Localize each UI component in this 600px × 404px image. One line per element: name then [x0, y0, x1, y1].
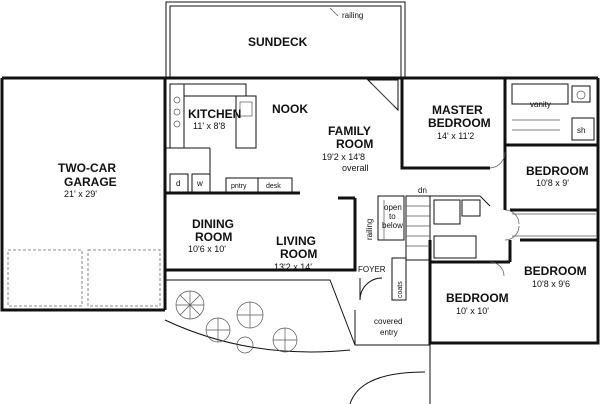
shower-label: sh [577, 126, 585, 135]
garage-label-1: TWO-CAR [58, 161, 116, 175]
pantry-desk [225, 177, 293, 195]
dining-dim: 10'6 x 10' [188, 244, 226, 254]
covered-label-2: entry [380, 328, 398, 337]
bedroom3-dim: 10'8 x 9'6 [532, 279, 570, 289]
dining-label-2: ROOM [195, 230, 232, 244]
garage-label-2: GARAGE [64, 175, 117, 189]
family-dim: 19'2 x 14'8 [322, 152, 365, 162]
shrubs [175, 290, 298, 354]
sundeck-area [165, 1, 406, 78]
master-dim: 14' x 11'2 [437, 131, 474, 141]
master-label-1: MASTER [432, 103, 483, 117]
vanity-label: vanity [530, 100, 551, 109]
foyer-label: FOYER [358, 265, 386, 274]
hall-bath [430, 195, 491, 259]
master-label-2: BEDROOM [428, 116, 491, 130]
bedroom2-dim: 10' x 10' [456, 306, 489, 316]
living-dim: 13'2 x 14' [274, 262, 312, 272]
open-label-1: open [384, 203, 402, 212]
nook-label: NOOK [272, 102, 308, 116]
entry-door [359, 277, 383, 301]
open-label-3: below [382, 221, 403, 230]
railing-top-label: railing [342, 11, 363, 20]
living-label-2: ROOM [280, 247, 317, 261]
family-label-2: ROOM [336, 137, 373, 151]
down-label: dn [418, 186, 427, 195]
covered-label-1: covered [374, 317, 402, 326]
master-bath [511, 83, 595, 141]
dining-label-1: DINING [192, 217, 234, 231]
desk-label: desk [266, 183, 281, 190]
stairs [405, 195, 431, 261]
coats-label: coats [397, 281, 404, 298]
covered-entry [164, 279, 431, 404]
bedroom1-closet [512, 213, 596, 237]
sundeck-label: SUNDECK [248, 35, 308, 49]
open-label-2: to [389, 212, 396, 221]
bedroom1-label: BEDROOM [526, 164, 589, 178]
bedroom3-label: BEDROOM [524, 264, 587, 278]
family-note: overall [342, 163, 369, 173]
coat-closet [391, 257, 407, 301]
washer-label: w [196, 179, 203, 188]
bedroom2-label: BEDROOM [446, 291, 509, 305]
kitchen-dim: 11' x 8'8 [193, 121, 225, 131]
railing-side-label: railing [365, 219, 374, 240]
stair-railing [377, 195, 405, 241]
dryer-label: d [176, 179, 180, 188]
garage-dim: 21' x 29' [64, 189, 97, 199]
garage-doors [2, 249, 165, 311]
kitchen-fixtures [165, 83, 257, 193]
laundry [165, 173, 226, 195]
interior-walls [165, 78, 598, 280]
fireplace [366, 79, 399, 112]
pantry-label: pntry [231, 183, 247, 190]
bedroom1-dim: 10'8 x 9' [536, 178, 569, 188]
door-swings [489, 151, 520, 277]
living-label-1: LIVING [276, 234, 316, 248]
kitchen-label: KITCHEN [188, 107, 241, 121]
family-label-1: FAMILY [328, 124, 371, 138]
